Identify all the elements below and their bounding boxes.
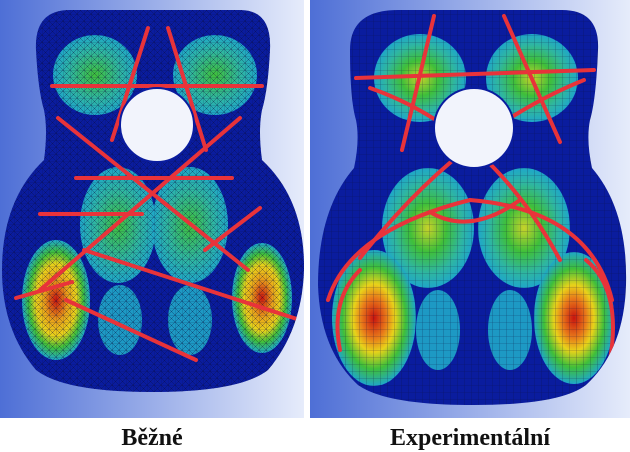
standard-plate-svg <box>0 0 304 418</box>
panel-standard-bracing <box>0 0 304 418</box>
sound-hole <box>433 87 515 169</box>
guitar-top-plate <box>318 10 627 405</box>
experimental-plate-svg <box>310 0 630 418</box>
brace-lines <box>14 26 302 362</box>
fem-mesh <box>318 10 627 405</box>
caption-experimental: Experimentální <box>390 425 550 451</box>
fem-mesh <box>2 10 304 392</box>
panel-experimental-bracing <box>310 0 630 418</box>
guitar-top-plate <box>2 10 304 392</box>
caption-standard: Běžné <box>121 425 183 451</box>
sound-hole <box>119 87 195 163</box>
